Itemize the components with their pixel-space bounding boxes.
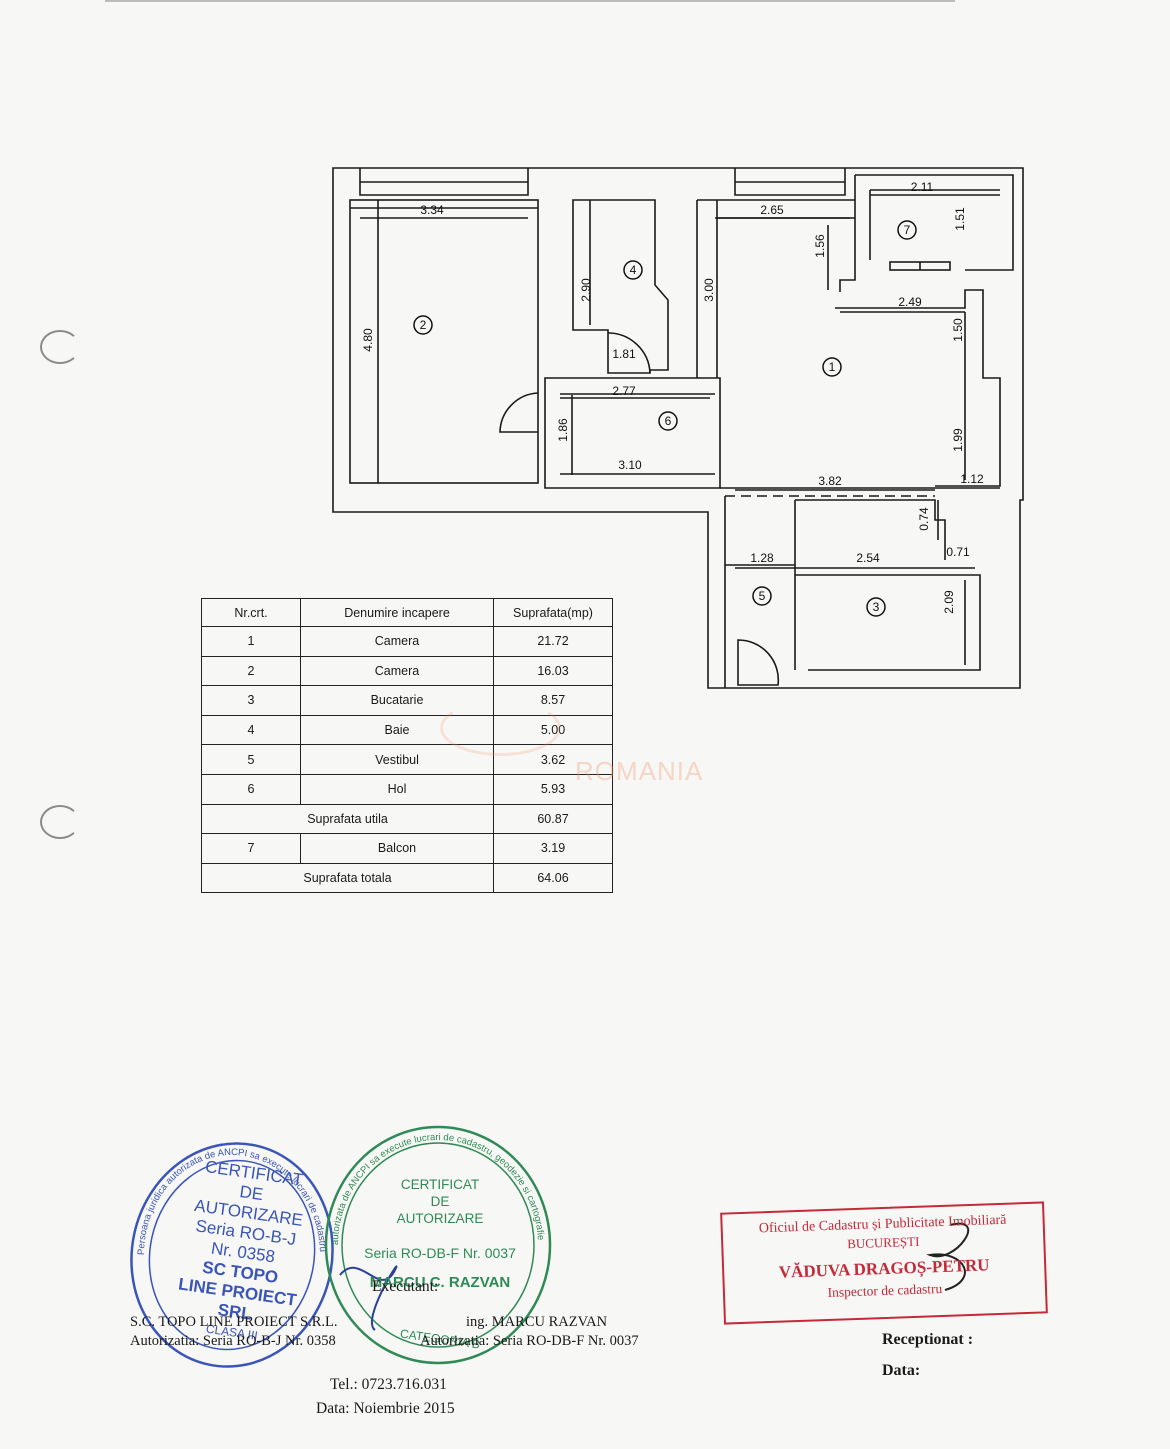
dimension-label: 3.34 — [420, 203, 444, 217]
ocpi-stamp: Oficiul de Cadastru și Publicitate Imobi… — [720, 1201, 1048, 1325]
watermark-logo — [440, 700, 561, 756]
total-area: 64.06 — [493, 862, 613, 894]
dimension-label: 1.86 — [556, 418, 570, 442]
room-number-marker: 4 — [623, 260, 643, 280]
room-1-outline — [835, 289, 1001, 487]
dimension-label: 2.11 — [911, 180, 934, 194]
row-nr: 1 — [201, 626, 301, 657]
room-3-outline — [795, 574, 981, 671]
util-label: Suprafata utila — [201, 803, 494, 835]
room-number: 3 — [873, 600, 880, 614]
dimension-label: 2.49 — [898, 295, 922, 309]
row-area: 21.72 — [493, 626, 613, 657]
table-header-row: Nr.crt. Denumire incapere Suprafata(mp) — [201, 598, 613, 627]
dimension-label: 0.74 — [917, 507, 931, 531]
dimension-label: 3.00 — [702, 278, 716, 302]
dimension-label: 1.56 — [813, 234, 827, 258]
room-number-marker: 2 — [413, 315, 433, 335]
room-number-marker: 5 — [752, 586, 772, 606]
dimension-label: 2.09 — [942, 590, 956, 614]
row-nr: 7 — [201, 833, 301, 864]
dimension-label: 2.90 — [579, 278, 593, 302]
stamp-right-text: CERTIFICAT DE AUTORIZARE Seria RO-DB-F N… — [350, 1176, 530, 1352]
room-number-marker: 3 — [866, 597, 886, 617]
page-top-rule — [105, 0, 955, 2]
receptionat-label: Receptionat : — [882, 1331, 974, 1348]
total-label: Suprafata totala — [201, 862, 494, 894]
row-nr: 4 — [201, 714, 301, 746]
dimension-label: 1.12 — [960, 472, 984, 486]
stamp-right-line: MARCU C. RAZVAN — [369, 1274, 511, 1291]
row-nr: 6 — [201, 773, 301, 805]
dimension-label: 2.77 — [612, 384, 636, 398]
room-number-marker: 7 — [897, 220, 917, 240]
dimension-label: 1.51 — [953, 207, 967, 231]
dimension-label: 0.71 — [946, 545, 970, 559]
engineer-authorization: Autorizatia: Seria RO-DB-F Nr. 0037 — [420, 1333, 639, 1349]
util-area: 60.87 — [493, 803, 613, 835]
dimension-label: 3.10 — [618, 458, 642, 472]
col-header-area: Suprafata(mp) — [493, 598, 613, 627]
row-name: Camera — [300, 626, 494, 657]
room-number: 4 — [630, 263, 637, 277]
row-name: Balcon — [300, 833, 494, 864]
row-name: Camera — [300, 655, 494, 687]
stamp-right-line: CERTIFICAT — [400, 1177, 480, 1192]
dimension-label: 4.80 — [361, 328, 375, 352]
room-number-marker: 6 — [658, 411, 678, 431]
company-authorization: Autorizatia: Seria RO-B-J Nr. 0358 — [130, 1333, 336, 1349]
col-header-nr: Nr.crt. — [201, 598, 301, 627]
dimension-label: 2.54 — [856, 551, 880, 565]
dimension-label: 1.99 — [951, 428, 965, 452]
document-date: Data: Noiembrie 2015 — [316, 1400, 455, 1417]
room-number: 5 — [759, 589, 766, 603]
row-area: 3.19 — [493, 833, 613, 864]
room-number-marker: 1 — [822, 357, 842, 377]
row-area: 8.57 — [493, 685, 613, 716]
row-nr: 5 — [201, 744, 301, 775]
room-7-outline — [855, 174, 1014, 271]
punch-hole-mark — [40, 330, 80, 364]
company-name: S.C. TOPO LINE PROIECT S.R.L. — [130, 1314, 338, 1330]
dimension-label: 1.50 — [951, 318, 965, 342]
dimension-label: 1.81 — [612, 347, 636, 361]
watermark-text: ROMANIA — [575, 756, 704, 786]
executant-label: Executant: — [372, 1278, 439, 1295]
row-name: Hol — [300, 773, 494, 805]
row-area: 16.03 — [493, 655, 613, 687]
room-number: 2 — [420, 318, 427, 332]
dimension-label: 2.65 — [760, 203, 784, 217]
room-2-outline — [349, 199, 539, 484]
engineer-name: ing. MARCU RAZVAN — [466, 1314, 608, 1330]
row-nr: 3 — [201, 685, 301, 716]
reception-date-label: Data: — [882, 1362, 921, 1379]
row-nr: 2 — [201, 655, 301, 687]
room-number: 6 — [665, 414, 672, 428]
col-header-name: Denumire incapere — [300, 598, 494, 627]
dimension-label: 1.28 — [750, 551, 774, 565]
stamp-right-line: AUTORIZARE — [396, 1211, 484, 1226]
phone-number: Tel.: 0723.716.031 — [330, 1376, 447, 1393]
punch-hole-mark — [40, 805, 80, 839]
room-number: 1 — [829, 360, 836, 374]
outer-wall — [332, 167, 1024, 689]
room-number: 7 — [904, 223, 911, 237]
stamp-right-line: Seria RO-DB-F Nr. 0037 — [364, 1245, 516, 1261]
area-table: Nr.crt. Denumire incapere Suprafata(mp) … — [201, 598, 613, 894]
dimension-label: 3.82 — [818, 474, 842, 488]
stamp-right-line: DE — [430, 1194, 450, 1209]
